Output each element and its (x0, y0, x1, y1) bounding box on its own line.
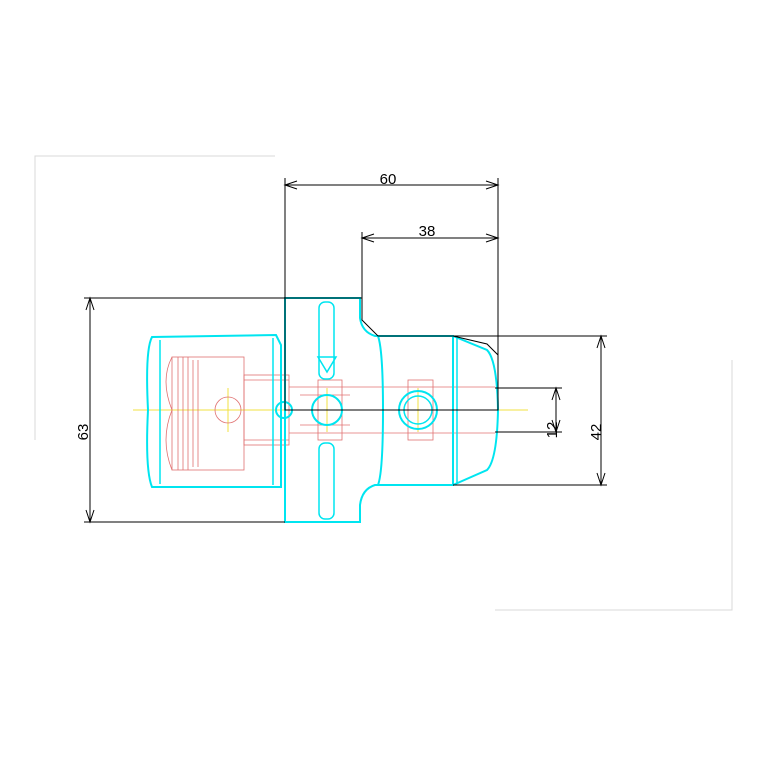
dim-bore: 12 (544, 422, 561, 439)
dim-overall-height: 63 (75, 424, 92, 441)
dim-body-length: 38 (419, 223, 436, 240)
dim-overall-length: 60 (380, 171, 397, 188)
drawing-frame (34, 155, 733, 611)
dimension-lines (84, 178, 607, 524)
hidden-detail-lines (165, 356, 495, 471)
dimension-labels: 60 38 63 42 12 (75, 171, 605, 440)
shank-outline (146, 333, 282, 488)
dim-body-height: 42 (588, 424, 605, 441)
